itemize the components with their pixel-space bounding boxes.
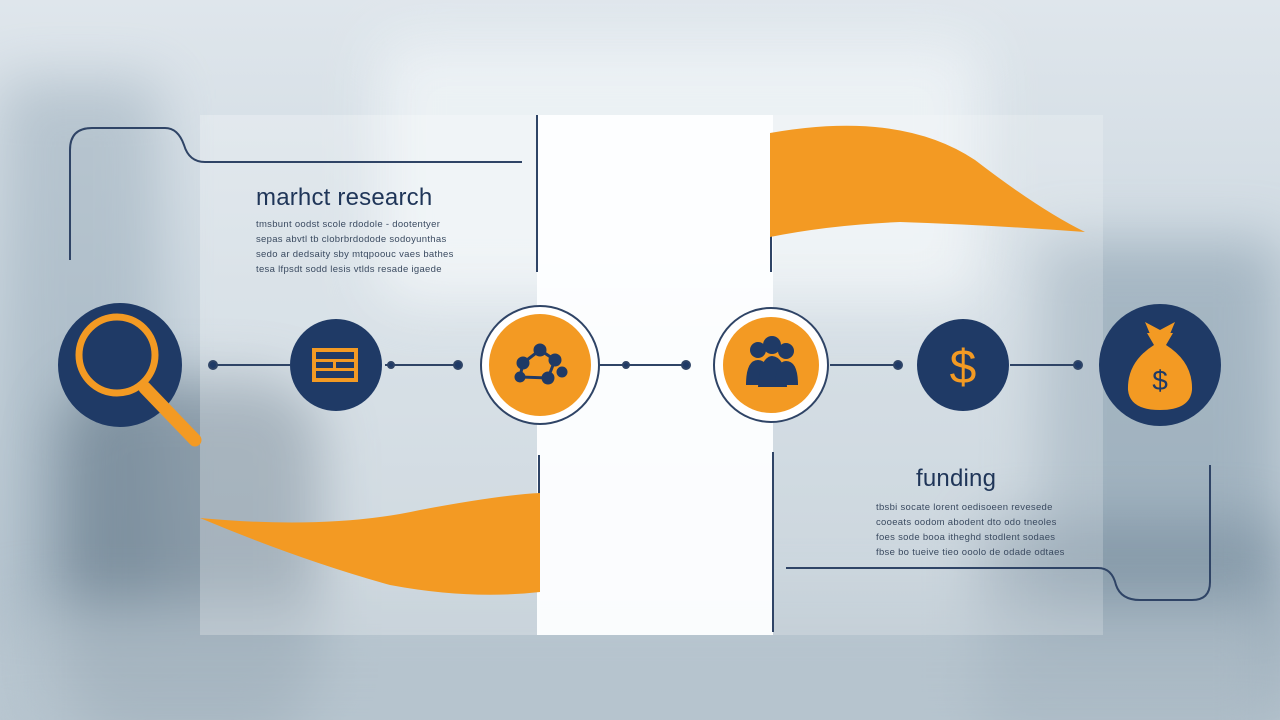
body-line: tbsbi socate lorent oedisoeen revesede [876,502,1053,513]
body-line: sepas abvtl tb clobrbrdodode sodoyunthas [256,234,447,245]
people-icon [746,336,798,387]
market-bracket-line [69,127,522,260]
connections-icon [514,343,568,385]
body-line: foes sode booa itheghd stodlent sodaes [876,532,1056,543]
connector-4 [830,360,903,370]
step-planning [290,319,382,411]
funding-title: funding [916,465,997,492]
board-icon [312,348,358,382]
step-investment: $ [1099,304,1221,426]
money-bag-icon: $ [1127,322,1193,410]
body-line: sedo ar dedsaity sby mtqpoouc vaes bathe… [256,249,454,260]
connector-1 [208,360,290,370]
connector-5 [1010,360,1083,370]
funding-bracket-line [786,465,1211,601]
body-line: tesa lfpsdt sodd lesis vtlds resade igae… [256,264,442,275]
orange-flag-bottom [200,493,540,595]
connector-2 [385,360,463,370]
body-line: cooeats oodom abodent dto odo tneoles [876,517,1057,528]
body-line: tmsbunt oodst scole rdodole - dootentyer [256,219,441,230]
orange-flag-top [770,125,1085,237]
market-research-body: tmsbunt oodst scole rdodole - dootentyer… [256,217,456,277]
svg-text:$: $ [1152,365,1168,396]
magnifier-icon [75,313,202,447]
body-line: fbse bo tueive tieo ooolo de odade odtae… [876,547,1065,558]
market-research-title: marhct research [256,184,433,211]
step-research [58,303,202,447]
step-revenue: $ [917,319,1009,411]
funding-body: tbsbi socate lorent oedisoeen revesede c… [876,500,1066,560]
step-team [713,307,829,423]
step-networking [480,305,600,425]
connector-3 [600,360,691,370]
dollar-icon: $ [950,341,977,394]
